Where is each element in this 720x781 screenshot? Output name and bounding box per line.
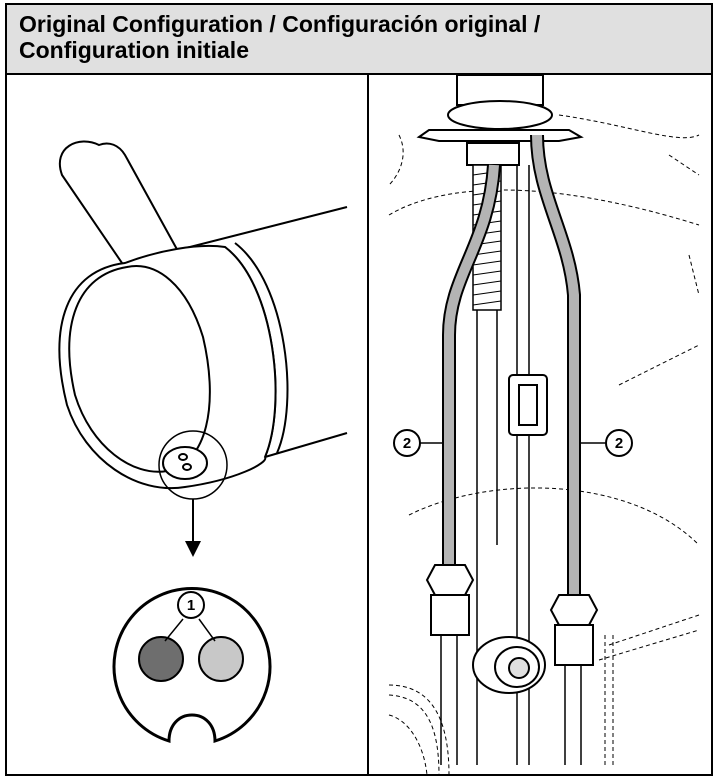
inlet-detail-view: 1 — [112, 587, 272, 744]
hot-inlet-hole — [138, 636, 184, 682]
faucet-body-panel: 1 — [7, 75, 369, 776]
section-header: Original Configuration / Configuración o… — [7, 5, 711, 75]
title-line-2: Configuration initiale — [19, 37, 249, 63]
cold-inlet-hole — [198, 636, 244, 682]
callout-2-right-label: 2 — [615, 435, 623, 452]
detail-arrowhead — [185, 541, 201, 557]
right-supply-hose — [532, 134, 579, 600]
supply-hose-panel: 2 2 — [369, 75, 711, 776]
callout-1-circle — [177, 591, 205, 619]
title-line-1: Original Configuration / Configuración o… — [19, 11, 541, 37]
supply-hose-drawing: 2 2 — [388, 75, 700, 776]
instruction-frame: Original Configuration / Configuración o… — [5, 3, 713, 776]
callout-1-label: 1 — [187, 597, 195, 614]
left-supply-hose — [444, 164, 499, 570]
callout-2-left: 2 — [393, 429, 443, 457]
faucet-body-drawing: 1 — [58, 140, 348, 744]
callout-2-right: 2 — [581, 429, 633, 457]
callout-2-left-label: 2 — [403, 435, 411, 452]
